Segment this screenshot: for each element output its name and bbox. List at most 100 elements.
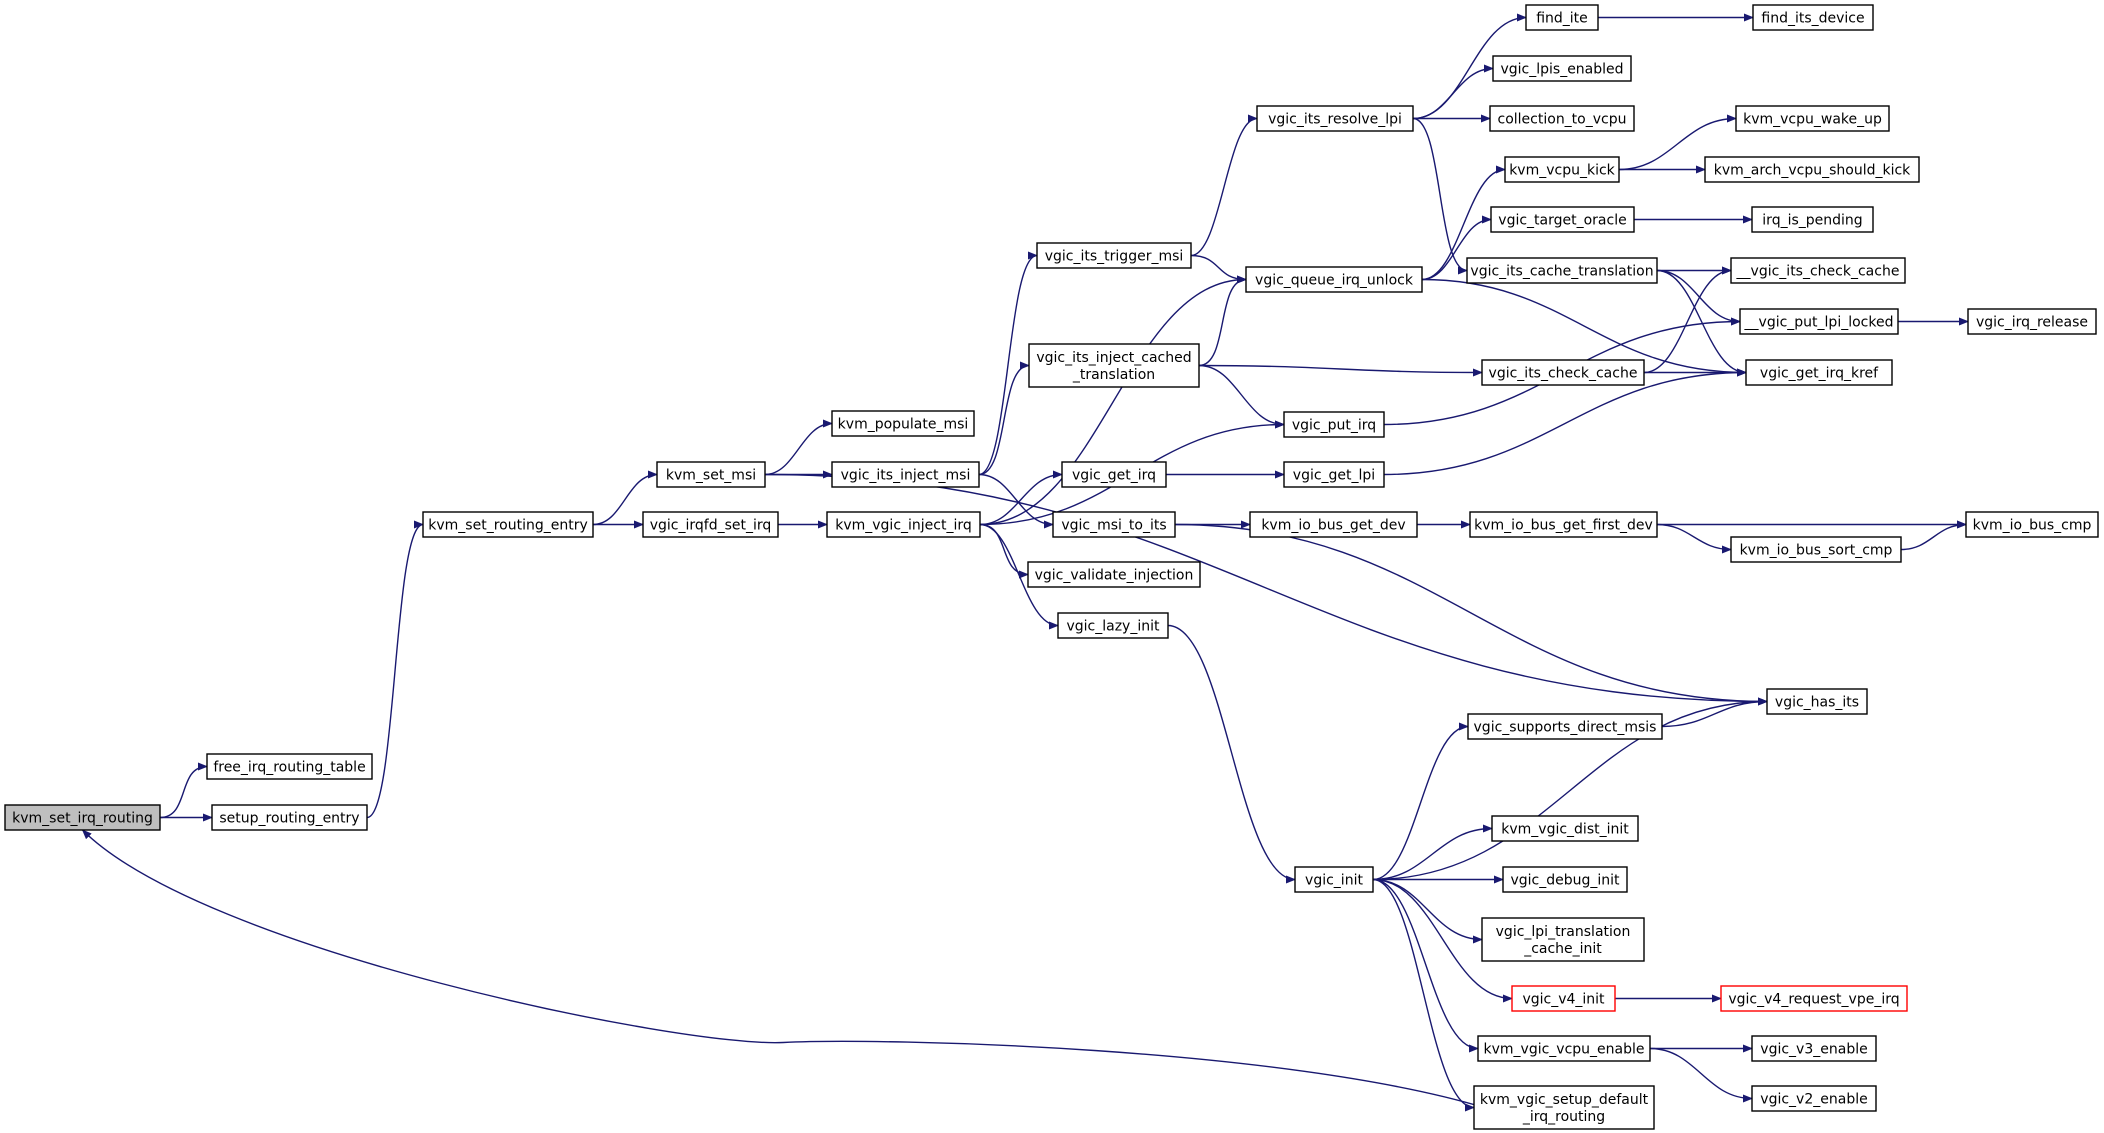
node-box: [1057, 612, 1169, 639]
node-irq-is-pending[interactable]: irq_is_pending: [1751, 206, 1874, 233]
node-label: vgic_v4_init: [1522, 992, 1605, 1008]
node-box: [1473, 1085, 1655, 1130]
edge-vgic-init-to-vgic-lpi-translation-cache-init: [1372, 878, 1483, 944]
node-vgic-v4-request-vpe-irq[interactable]: vgic_v4_request_vpe_irq: [1720, 985, 1908, 1012]
node-vgic-get-irq[interactable]: vgic_get_irq: [1061, 461, 1167, 488]
node-box: [1704, 156, 1920, 183]
node-box: [656, 461, 766, 488]
node-vgic-its-inject-msi[interactable]: vgic_its_inject_msi: [831, 461, 980, 488]
node-label: kvm_io_bus_cmp: [1973, 518, 2092, 534]
node-label: find_ite: [1536, 11, 1588, 27]
node-label: vgic_get_irq_kref: [1760, 366, 1879, 382]
edge-vgic-its-cache-translation-to-vgic-get-irq-kref: [1656, 269, 1747, 377]
node-label: vgic_irq_release: [1976, 315, 2088, 331]
node-vgic-queue-irq-unlock[interactable]: vgic_queue_irq_unlock: [1245, 266, 1423, 293]
node-kvm-arch-vcpu-should-kick[interactable]: kvm_arch_vcpu_should_kick: [1704, 156, 1920, 183]
node-vgic-target-oracle[interactable]: vgic_target_oracle: [1490, 206, 1635, 233]
node-label: vgic_init: [1305, 873, 1363, 889]
node-kvm-vgic-setup-default-irq-routing[interactable]: kvm_vgic_setup_default_irq_routing: [1473, 1085, 1655, 1130]
node-label: free_irq_routing_table: [213, 760, 365, 776]
node-label: vgic_lpi_translation: [1496, 924, 1631, 940]
edge-setup-routing-entry-to-kvm-set-routing-entry: [366, 520, 424, 819]
node---vgic-its-check-cache[interactable]: __vgic_its_check_cache: [1730, 257, 1906, 284]
node-label: vgic_lpis_enabled: [1500, 62, 1623, 78]
edge-vgic-init-to-kvm-vgic-vcpu-enable: [1372, 878, 1479, 1053]
node-box: [211, 804, 368, 831]
node-vgic-irq-release[interactable]: vgic_irq_release: [1967, 308, 2097, 335]
node-label: kvm_vgic_dist_init: [1501, 822, 1629, 838]
edge-vgic-lazy-init-to-vgic-init: [1167, 624, 1296, 884]
node-box: [831, 410, 975, 437]
node-label: kvm_io_bus_sort_cmp: [1740, 543, 1893, 559]
node-box: [1730, 257, 1906, 284]
node-kvm-vcpu-wake-up[interactable]: kvm_vcpu_wake_up: [1735, 105, 1890, 132]
node-kvm-io-bus-get-dev[interactable]: kvm_io_bus_get_dev: [1249, 511, 1418, 538]
node-box: [1489, 105, 1635, 132]
node-vgic-lazy-init[interactable]: vgic_lazy_init: [1057, 612, 1169, 639]
node-kvm-set-msi[interactable]: kvm_set_msi: [656, 461, 766, 488]
node-vgic-v4-init[interactable]: vgic_v4_init: [1511, 985, 1616, 1012]
edge-vgic-its-trigger-msi-to-vgic-its-resolve-lpi: [1190, 114, 1258, 257]
node-vgic-its-inject-cached-translation[interactable]: vgic_its_inject_cached_translation: [1028, 343, 1200, 388]
node-box: [1028, 343, 1200, 388]
node-label: __vgic_its_check_cache: [1736, 264, 1900, 280]
node-kvm-io-bus-sort-cmp[interactable]: kvm_io_bus_sort_cmp: [1730, 536, 1902, 563]
node-label: _cache_init: [1523, 941, 1602, 957]
node-kvm-vgic-dist-init[interactable]: kvm_vgic_dist_init: [1491, 815, 1639, 842]
node-vgic-its-check-cache[interactable]: vgic_its_check_cache: [1481, 359, 1645, 386]
node-box: [1745, 359, 1893, 386]
node-label: vgic_validate_injection: [1035, 568, 1194, 584]
node-setup-routing-entry[interactable]: setup_routing_entry: [211, 804, 368, 831]
node-vgic-lpi-translation-cache-init[interactable]: vgic_lpi_translation_cache_init: [1481, 917, 1645, 962]
node-vgic-init[interactable]: vgic_init: [1294, 866, 1374, 893]
edge-kvm-set-irq-routing-to-free-irq-routing-table: [159, 762, 208, 819]
edge-vgic-its-inject-msi-to-vgic-its-trigger-msi: [978, 251, 1038, 476]
node-kvm-populate-msi[interactable]: kvm_populate_msi: [831, 410, 975, 437]
node-box: [1481, 359, 1645, 386]
edge-vgic-its-inject-msi-to-vgic-its-inject-cached-translation: [978, 361, 1030, 476]
node-box: [1720, 985, 1908, 1012]
node-vgic-put-irq[interactable]: vgic_put_irq: [1283, 411, 1385, 438]
node-vgic-v2-enable[interactable]: vgic_v2_enable: [1751, 1085, 1877, 1112]
node-vgic-its-resolve-lpi[interactable]: vgic_its_resolve_lpi: [1256, 105, 1414, 132]
node-collection-to-vcpu[interactable]: collection_to_vcpu: [1489, 105, 1635, 132]
node-label: __vgic_put_lpi_locked: [1744, 315, 1894, 331]
node-find-ite[interactable]: find_ite: [1525, 4, 1599, 31]
node-vgic-supports-direct-msis[interactable]: vgic_supports_direct_msis: [1467, 713, 1663, 740]
edge-vgic-its-resolve-lpi-to-vgic-its-cache-translation: [1412, 117, 1468, 275]
edge-vgic-init-to-vgic-v4-init: [1372, 878, 1513, 1003]
node-kvm-set-irq-routing[interactable]: kvm_set_irq_routing: [4, 804, 161, 831]
node-label: setup_routing_entry: [219, 811, 359, 827]
edge-vgic-queue-irq-unlock-to-vgic-target-oracle: [1421, 215, 1492, 281]
node-box: [1504, 156, 1620, 183]
node-vgic-irqfd-set-irq[interactable]: vgic_irqfd_set_irq: [642, 511, 779, 538]
node-vgic-lpis-enabled[interactable]: vgic_lpis_enabled: [1492, 55, 1632, 82]
node-label: vgic_its_resolve_lpi: [1268, 112, 1402, 128]
node-vgic-debug-init[interactable]: vgic_debug_init: [1502, 866, 1628, 893]
node-kvm-io-bus-get-first-dev[interactable]: kvm_io_bus_get_first_dev: [1469, 511, 1658, 538]
node-vgic-its-cache-translation[interactable]: vgic_its_cache_translation: [1466, 257, 1658, 284]
node-vgic-its-trigger-msi[interactable]: vgic_its_trigger_msi: [1036, 242, 1192, 269]
node-box: [1965, 511, 2099, 538]
edge-kvm-io-bus-sort-cmp-to-kvm-io-bus-cmp: [1900, 520, 1967, 551]
node-box: [4, 804, 161, 831]
node-kvm-vcpu-kick[interactable]: kvm_vcpu_kick: [1504, 156, 1620, 183]
node-vgic-get-lpi[interactable]: vgic_get_lpi: [1283, 461, 1385, 488]
node-free-irq-routing-table[interactable]: free_irq_routing_table: [206, 753, 373, 780]
node-vgic-has-its[interactable]: vgic_has_its: [1766, 688, 1868, 715]
node-vgic-v3-enable[interactable]: vgic_v3_enable: [1751, 1035, 1877, 1062]
node-label: vgic_supports_direct_msis: [1474, 720, 1657, 736]
node-kvm-set-routing-entry[interactable]: kvm_set_routing_entry: [422, 511, 594, 538]
node-kvm-vgic-inject-irq[interactable]: kvm_vgic_inject_irq: [826, 511, 981, 538]
edge-kvm-vgic-inject-irq-to-vgic-lazy-init: [979, 523, 1059, 630]
node-vgic-msi-to-its[interactable]: vgic_msi_to_its: [1052, 511, 1176, 538]
node-vgic-get-irq-kref[interactable]: vgic_get_irq_kref: [1745, 359, 1893, 386]
node-box: [1477, 1035, 1651, 1062]
node-kvm-io-bus-cmp[interactable]: kvm_io_bus_cmp: [1965, 511, 2099, 538]
node-kvm-vgic-vcpu-enable[interactable]: kvm_vgic_vcpu_enable: [1477, 1035, 1651, 1062]
node-vgic-validate-injection[interactable]: vgic_validate_injection: [1027, 561, 1201, 588]
edge-vgic-msi-to-its-to-vgic-has-its: [1174, 523, 1768, 706]
node-find-its-device[interactable]: find_its_device: [1752, 4, 1874, 31]
nodes-layer: kvm_set_irq_routing free_irq_routing_tabl…: [4, 4, 2099, 1130]
node---vgic-put-lpi-locked[interactable]: __vgic_put_lpi_locked: [1739, 308, 1899, 335]
